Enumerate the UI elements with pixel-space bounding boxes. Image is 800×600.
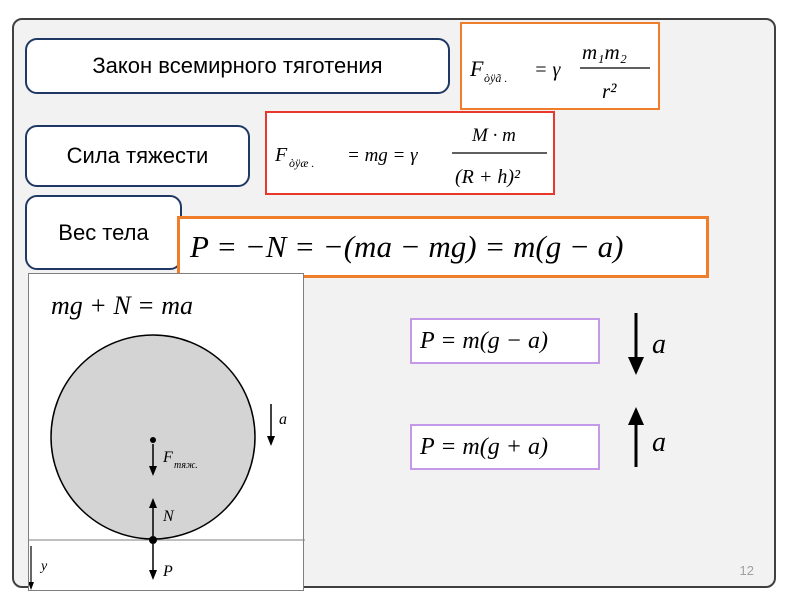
formula-law-numerator: m₁m₂ [582,40,627,64]
formula-law-rhs: = γ [534,59,561,81]
y-axis-head [28,582,34,590]
label-weight-text: Вес тела [58,219,149,245]
newton-equation: mg + N = ma [51,291,193,320]
formula-gravity-numerator: M · m [471,125,516,146]
formula-weight-box: P = −N = −(ma − mg) = m(g − a) [177,216,709,278]
label-law-of-gravitation: Закон всемирного тяготения [25,38,450,94]
formula-law-svg: F òÿã . = γ m₁m₂ r² [469,40,650,103]
formula-law-lhs-sub: òÿã . [484,71,507,85]
normal-label: N [162,508,175,525]
diagram-panel: mg + N = ma a F тяж. N P y [28,273,305,591]
diagram-accel-arrow-head [267,436,275,446]
formula-down-case-box: P = m(g − a) [410,318,600,364]
weight-arrow-head [149,570,157,580]
formula-law-lhs: F [469,56,484,81]
formula-down-case-text: P = m(g − a) [420,328,548,354]
formula-gravity-denominator: (R + h)² [455,166,521,188]
label-gravity-force: Сила тяжести [25,125,250,187]
formula-weight-text: P = −N = −(ma − mg) = m(g − a) [190,229,624,264]
diagram-accel-label: a [279,411,287,428]
up-accel-label: a [652,427,666,458]
down-accel-label: a [652,329,666,360]
label-body-weight: Вес тела [25,195,182,270]
y-axis-label: y [39,559,48,574]
label-gravity-text: Сила тяжести [66,143,209,168]
gravity-label: F [162,449,173,466]
formula-law-denominator: r² [602,79,617,103]
gravity-label-sub: тяж. [174,460,198,471]
weight-label: P [162,563,173,580]
formula-gravity-box: F òÿæ . = mg = γ M · m (R + h)² [265,111,555,195]
center-point [150,437,156,443]
label-law-text: Закон всемирного тяготения [92,53,383,78]
formula-up-case-text: P = m(g + a) [420,434,548,460]
force-diagram: mg + N = ma a F тяж. N P y [28,291,305,590]
formula-gravity-lhs: F [274,144,288,166]
formula-gravity-rhs: = mg = γ [347,145,418,166]
formula-law-box: F òÿã . = γ m₁m₂ r² [460,22,660,110]
formula-up-case-box: P = m(g + a) [410,424,600,470]
page-number: 12 [739,563,754,578]
down-accel-arrow-head [628,357,644,375]
formula-gravity-lhs-sub: òÿæ . [289,156,314,170]
normal-arrow-head [149,498,157,508]
case-arrows: a a [628,313,666,467]
formula-gravity-svg: F òÿæ . = mg = γ M · m (R + h)² [274,125,547,188]
up-accel-arrow-head [628,407,644,425]
gravity-arrow-head [149,466,157,476]
contact-point [149,536,157,544]
